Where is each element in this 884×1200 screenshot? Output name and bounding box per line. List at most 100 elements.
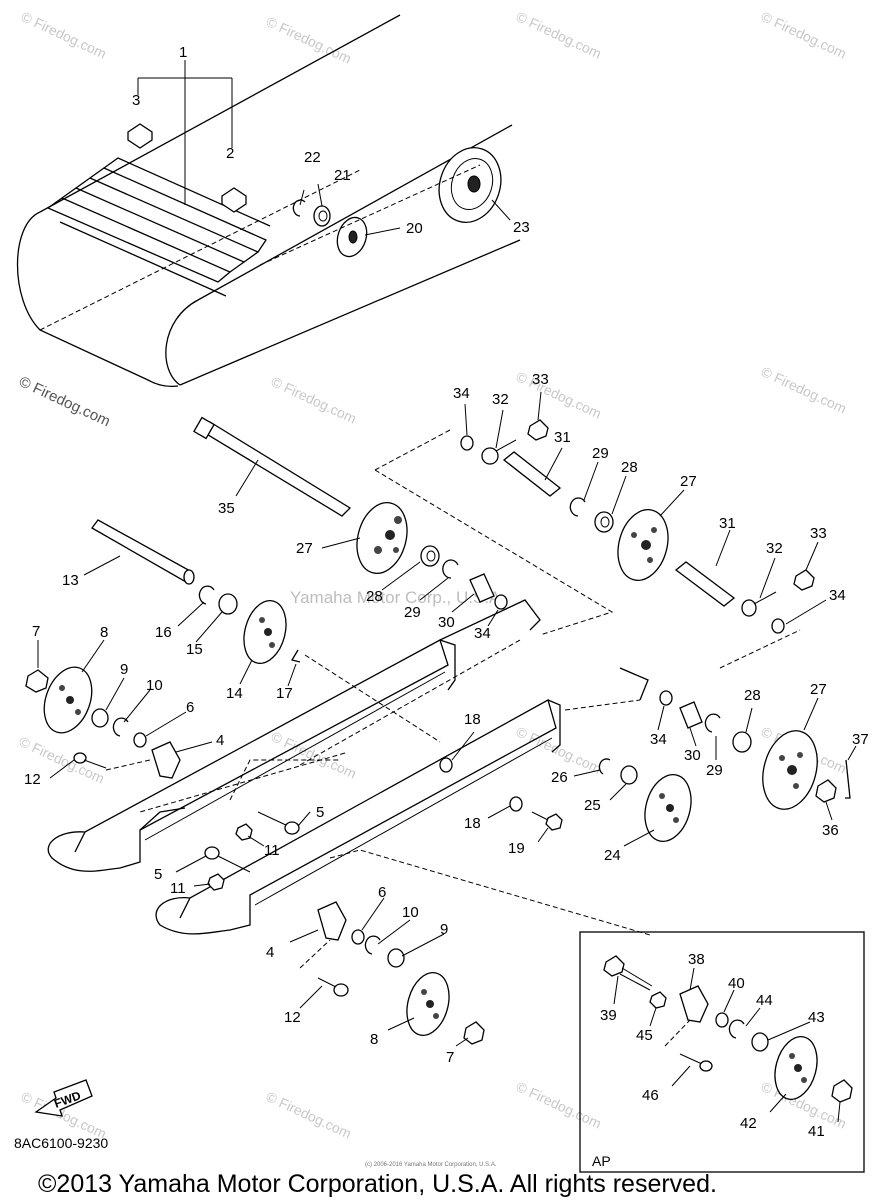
circlip-26 bbox=[598, 758, 611, 775]
shaft-31-right bbox=[674, 561, 736, 607]
nut-45 bbox=[649, 991, 667, 1009]
bolt-12-lower bbox=[317, 977, 349, 997]
callout-30-lower: 30 bbox=[684, 747, 701, 764]
wheel-27-right bbox=[617, 509, 669, 581]
circlip-34-lower bbox=[659, 690, 673, 706]
callout-35: 35 bbox=[218, 500, 235, 517]
callout-2: 2 bbox=[226, 145, 234, 162]
pin-37 bbox=[845, 759, 851, 799]
callout-26: 26 bbox=[551, 769, 568, 786]
callout-13: 13 bbox=[62, 572, 79, 589]
watermark-firedog: © Firedog.com bbox=[264, 13, 354, 66]
callout-9-left: 9 bbox=[120, 661, 128, 678]
circlip-44 bbox=[728, 1019, 745, 1039]
callout-32-right: 32 bbox=[766, 540, 783, 557]
callout-34-top: 34 bbox=[453, 385, 470, 402]
copyright-footer: ©2013 Yamaha Motor Corporation, U.S.A. A… bbox=[38, 1170, 717, 1198]
shaft-31-upper bbox=[502, 451, 562, 497]
callout-7-lower: 7 bbox=[446, 1049, 454, 1066]
wheel-24 bbox=[644, 774, 692, 842]
callout-6-left: 6 bbox=[186, 699, 194, 716]
circlip-17 bbox=[290, 649, 301, 663]
arm-4-left bbox=[151, 741, 181, 779]
callout-28-lower: 28 bbox=[744, 687, 761, 704]
callout-27-left: 27 bbox=[296, 540, 313, 557]
track-clip-2 bbox=[221, 187, 247, 213]
callout-5-upper: 5 bbox=[316, 804, 324, 821]
nut-11-upper bbox=[235, 823, 253, 841]
callout-32-top: 32 bbox=[492, 391, 509, 408]
callout-19: 19 bbox=[508, 840, 525, 857]
nut-33-upper bbox=[527, 419, 549, 441]
nut-7-left bbox=[25, 669, 49, 693]
callout-22: 22 bbox=[304, 149, 321, 166]
callout-10-lower: 10 bbox=[402, 904, 419, 921]
callout-18-upper: 18 bbox=[464, 711, 481, 728]
circlip-10-lower bbox=[364, 935, 381, 955]
callout-9-lower: 9 bbox=[440, 921, 448, 938]
watermark-firedog-dark: © Firedog.com bbox=[16, 373, 113, 430]
wheel-27-lower bbox=[762, 730, 818, 810]
callout-29-top: 29 bbox=[592, 445, 609, 462]
callout-5-lower: 5 bbox=[154, 866, 162, 883]
callout-31-right: 31 bbox=[719, 515, 736, 532]
callout-37: 37 bbox=[852, 731, 869, 748]
callout-28-top: 28 bbox=[621, 459, 638, 476]
bolt-39 bbox=[603, 955, 653, 991]
callout-33-right: 33 bbox=[810, 525, 827, 542]
track-lugs bbox=[46, 157, 271, 297]
bearing-9-left bbox=[91, 708, 109, 728]
track-clip-3 bbox=[127, 123, 153, 149]
bolt-19 bbox=[531, 811, 563, 831]
nut-36 bbox=[815, 779, 837, 803]
callout-33-top: 33 bbox=[532, 371, 549, 388]
callout-4-left: 4 bbox=[216, 732, 224, 749]
wheel-8-lower bbox=[406, 972, 450, 1036]
circlip-16 bbox=[198, 585, 215, 605]
track-belt bbox=[16, 14, 521, 388]
callout-27-lower: 27 bbox=[810, 681, 827, 698]
watermark-layer: © Firedog.com © Firedog.com © Firedog.co… bbox=[16, 8, 849, 1141]
callout-3: 3 bbox=[132, 92, 140, 109]
callout-8-lower: 8 bbox=[370, 1031, 378, 1048]
callout-28-mid: 28 bbox=[366, 588, 383, 605]
callout-23: 23 bbox=[513, 219, 530, 236]
callout-17: 17 bbox=[276, 685, 293, 702]
watermark-firedog: © Firedog.com bbox=[759, 363, 849, 416]
bolt-5-upper bbox=[257, 811, 300, 835]
callout-12-lower: 12 bbox=[284, 1009, 301, 1026]
arm-38 bbox=[679, 985, 709, 1023]
callout-4-lower: 4 bbox=[266, 944, 274, 961]
rear-axle-35 bbox=[193, 416, 352, 517]
circlip-29-upper bbox=[442, 559, 459, 579]
slide-rail-left bbox=[47, 639, 521, 872]
circlip-34-upper bbox=[494, 594, 508, 610]
collar-18-right bbox=[509, 796, 523, 812]
nut-11-lower bbox=[207, 873, 225, 891]
wheel-8-left bbox=[43, 666, 93, 734]
bolt-5-lower bbox=[204, 846, 251, 873]
collar-6-left bbox=[133, 732, 147, 748]
callout-6-lower: 6 bbox=[378, 884, 386, 901]
nut-41 bbox=[831, 1079, 853, 1103]
diagram-code: 8AC6100-9230 bbox=[14, 1135, 108, 1151]
inset-label: AP bbox=[592, 1153, 611, 1169]
callout-34-right: 34 bbox=[829, 587, 846, 604]
callout-45: 45 bbox=[636, 1027, 653, 1044]
spacer-32-upper bbox=[481, 439, 517, 465]
callout-39: 39 bbox=[600, 1007, 617, 1024]
bearing-28-lower bbox=[732, 731, 752, 753]
callout-16: 16 bbox=[155, 624, 172, 641]
circlip-34-top bbox=[460, 435, 474, 451]
callout-7-left: 7 bbox=[32, 623, 40, 640]
callout-18-lower: 18 bbox=[464, 815, 481, 832]
circlip-22 bbox=[292, 199, 306, 217]
callout-40: 40 bbox=[728, 975, 745, 992]
small-copyright-notice: (c) 2006-2016 Yamaha Motor Corporation, … bbox=[365, 1162, 497, 1168]
nut-7-lower bbox=[463, 1021, 485, 1045]
callout-11-lower: 11 bbox=[170, 880, 186, 897]
callout-labels: 1 2 3 22 21 20 23 34 32 33 31 29 28 27 3… bbox=[24, 44, 869, 1140]
callout-36: 36 bbox=[822, 822, 839, 839]
bearing-25 bbox=[620, 765, 638, 785]
